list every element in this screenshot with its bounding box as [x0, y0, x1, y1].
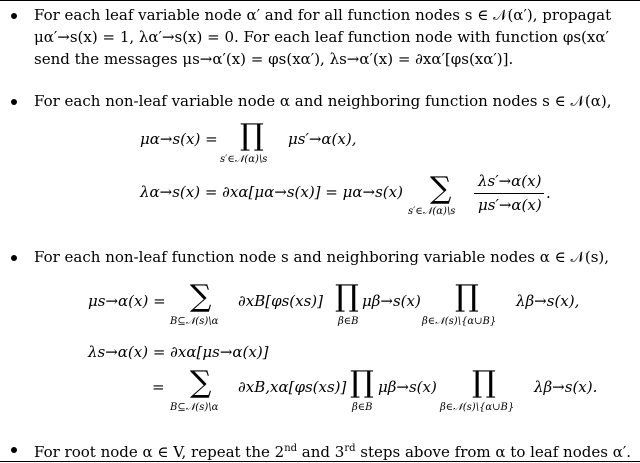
- bullet-2-intro: For each non-leaf variable node α and ne…: [34, 92, 612, 110]
- bullet-3-eq1-product-2: ∏: [455, 279, 479, 314]
- bullet-3-eq3-product-1: ∏: [350, 365, 374, 400]
- bullet-3-eq3-sum: ∑: [190, 365, 212, 400]
- bullet-4-text-c: steps above from α to leaf nodes α′.: [355, 443, 631, 461]
- bullet-2-eq1-product-index: s′∈𝒩(α)\s: [220, 154, 268, 165]
- bullet-4-text-a: For root node α ∈ V, repeat the 2: [34, 443, 285, 461]
- bullet-4-superscript-nd: nd: [284, 443, 298, 454]
- bullet-2-eq2-fraction-bar: [474, 193, 544, 194]
- bullet-3-eq1-term-1: μβ→s(x): [362, 292, 421, 310]
- bullet-1-marker: [11, 13, 17, 19]
- bullet-3-eq3-product-2: ∏: [472, 365, 496, 400]
- bullet-3-eq1-lhs: μs→α(x) =: [88, 292, 166, 310]
- bullet-3-eq1-product-1-index: β∈B: [338, 316, 359, 327]
- bullet-2-eq1-product: ∏: [240, 118, 264, 153]
- bullet-2-marker: [11, 99, 17, 105]
- bullet-3-eq3-term-1: μβ→s(x): [378, 378, 437, 396]
- bullet-2-eq2-lhs: λα→s(x) = ∂xα[μα→s(x)] = μα→s(x): [140, 183, 403, 201]
- bullet-4-superscript-rd: rd: [344, 443, 356, 454]
- bullet-4-marker: [11, 447, 17, 453]
- bullet-3-eq3-equals: =: [152, 378, 165, 396]
- top-rule: [0, 0, 640, 1]
- bullet-3-eq3-product-1-index: β∈B: [352, 402, 373, 413]
- bullet-2-eq2-denominator: μs′→α(x): [478, 196, 542, 214]
- bullet-2-eq1-lhs: μα→s(x) =: [140, 130, 218, 148]
- bullet-1-line-1: For each leaf variable node α′ and for a…: [34, 6, 612, 24]
- bullet-3-intro: For each non-leaf function node s and ne…: [34, 248, 610, 266]
- bullet-2-eq1-rhs: μs′→α(x),: [288, 130, 357, 148]
- bullet-3-eq3-term-2: λβ→s(x).: [534, 378, 598, 396]
- bullet-2-eq2-numerator: λs′→α(x): [478, 172, 542, 190]
- bullet-2-eq2-sum-index: s′∈𝒩(α)\s: [408, 206, 456, 217]
- bullet-3-eq3-sum-index: B⊆𝒩(s)\α: [170, 402, 219, 413]
- bullet-3-eq3-product-2-index: β∈𝒩(s)\{α∪B}: [440, 402, 515, 413]
- bullet-2-eq2-end: .: [546, 184, 551, 202]
- bullet-3-eq1-sum: ∑: [190, 279, 212, 314]
- bullet-3-eq2: λs→α(x) = ∂xα[μs→α(x)]: [88, 343, 269, 361]
- bullet-3-eq3-mid: ∂xB,xα[φs(xs)]: [238, 378, 347, 396]
- bullet-3-eq1-sum-index: B⊆𝒩(s)\α: [170, 316, 219, 327]
- bullet-3-eq1-term-2: λβ→s(x),: [516, 292, 580, 310]
- bullet-3-marker: [11, 255, 17, 261]
- bullet-3-eq1-mid: ∂xB[φs(xs)]: [238, 292, 324, 310]
- bottom-rule: [0, 461, 640, 462]
- bullet-3-eq1-product-1: ∏: [335, 279, 359, 314]
- bullet-2-eq2-sum: ∑: [430, 171, 452, 206]
- bullet-1-line-3: send the messages μs→α′(x) = φs(xα′), λs…: [34, 50, 514, 68]
- bullet-4-text-b: and 3: [297, 443, 345, 461]
- bullet-4-text: For root node α ∈ V, repeat the 2nd and …: [34, 440, 631, 461]
- bullet-1-line-2: μα′→s(x) = 1, λα′→s(x) = 0. For each lea…: [34, 28, 609, 46]
- bullet-3-eq1-product-2-index: β∈𝒩(s)\{α∪B}: [422, 316, 497, 327]
